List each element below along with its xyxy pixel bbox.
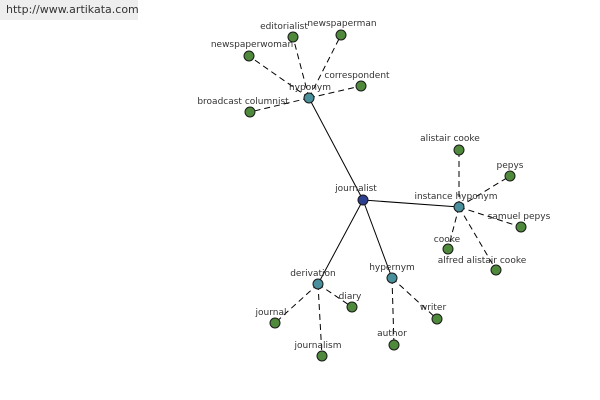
leaf-label-diary[interactable]: diary [339, 292, 362, 302]
leaf-node-journalism[interactable] [316, 350, 328, 362]
leaf-label-journalism[interactable]: journalism [294, 341, 342, 351]
relation-label-hypernym[interactable]: hypernym [369, 263, 415, 273]
relation-node-hypernym[interactable] [386, 272, 398, 284]
leaf-node-alistair-cooke[interactable] [453, 144, 465, 156]
leaf-node-correspondent[interactable] [355, 80, 367, 92]
leaf-label-broadcast-columnist[interactable]: broadcast columnist [197, 97, 289, 107]
edge-hypernym-author [391, 277, 395, 346]
leaf-label-author[interactable]: author [377, 329, 407, 339]
edge-derivation-journalism [317, 283, 323, 357]
leaf-label-newspaperman[interactable]: newspaperman [307, 19, 376, 29]
leaf-label-alistair-cooke[interactable]: alistair cooke [420, 134, 480, 144]
leaf-node-author[interactable] [388, 339, 400, 351]
edge-derivation-diary [317, 283, 353, 308]
relation-label-instance-hyponym[interactable]: instance hyponym [414, 192, 497, 202]
leaf-label-correspondent[interactable]: correspondent [324, 71, 390, 81]
leaf-node-diary[interactable] [346, 301, 358, 313]
edge-journalist-hypernym [362, 199, 393, 279]
edge-instance-hyponym-samuel-pepys [458, 206, 522, 228]
edge-hyponym-newspaperwoman [248, 55, 310, 99]
relation-node-hyponym[interactable] [303, 92, 315, 104]
leaf-label-pepys[interactable]: pepys [497, 161, 524, 171]
edge-hyponym-newspaperman [308, 34, 342, 99]
edge-hyponym-correspondent [308, 85, 362, 99]
leaf-label-samuel-pepys[interactable]: samuel pepys [488, 212, 551, 222]
leaf-node-alfred-alistair-cooke[interactable] [490, 264, 502, 276]
labels-layer: journalist hyponym instance hyponym derivat… [197, 19, 550, 351]
center-label-journalist[interactable]: journalist [334, 184, 377, 194]
relation-node-derivation[interactable] [312, 278, 324, 290]
leaf-node-newspaperwoman[interactable] [243, 50, 255, 62]
center-node-journalist[interactable] [357, 194, 369, 206]
leaf-label-newspaperwoman[interactable]: newspaperwoman [211, 40, 293, 50]
edge-hyponym-broadcast-columnist [249, 97, 310, 113]
leaf-label-alfred-alistair-cooke[interactable]: alfred alistair cooke [438, 256, 527, 266]
relation-label-derivation[interactable]: derivation [290, 269, 336, 279]
leaf-node-cooke[interactable] [442, 243, 454, 255]
edge-instance-hyponym-alfred-alistair-cooke [458, 206, 497, 271]
edge-journalist-instance-hyponym [362, 199, 460, 208]
edge-instance-hyponym-cooke [447, 206, 460, 250]
edge-journalist-derivation [317, 199, 364, 285]
leaf-label-writer[interactable]: writer [420, 303, 447, 313]
edge-journalist-hyponym [308, 97, 364, 201]
leaf-label-editorialist[interactable]: editorialist [260, 22, 308, 32]
leaf-node-broadcast-columnist[interactable] [244, 106, 256, 118]
leaf-node-journal[interactable] [269, 317, 281, 329]
relation-label-hyponym[interactable]: hyponym [289, 83, 331, 93]
leaf-node-samuel-pepys[interactable] [515, 221, 527, 233]
leaf-node-newspaperman[interactable] [335, 29, 347, 41]
leaf-node-writer[interactable] [431, 313, 443, 325]
edges-layer [248, 34, 522, 357]
leaf-label-journal[interactable]: journal [255, 308, 287, 318]
source-url[interactable]: http://www.artikata.com [0, 0, 139, 20]
leaf-node-pepys[interactable] [504, 170, 516, 182]
leaf-label-cooke[interactable]: cooke [434, 235, 461, 245]
nodes-layer [243, 29, 527, 362]
edge-hyponym-editorialist [292, 36, 310, 99]
edge-hypernym-writer [391, 277, 438, 320]
leaf-node-editorialist[interactable] [287, 31, 299, 43]
relation-node-instance-hyponym[interactable] [453, 201, 465, 213]
